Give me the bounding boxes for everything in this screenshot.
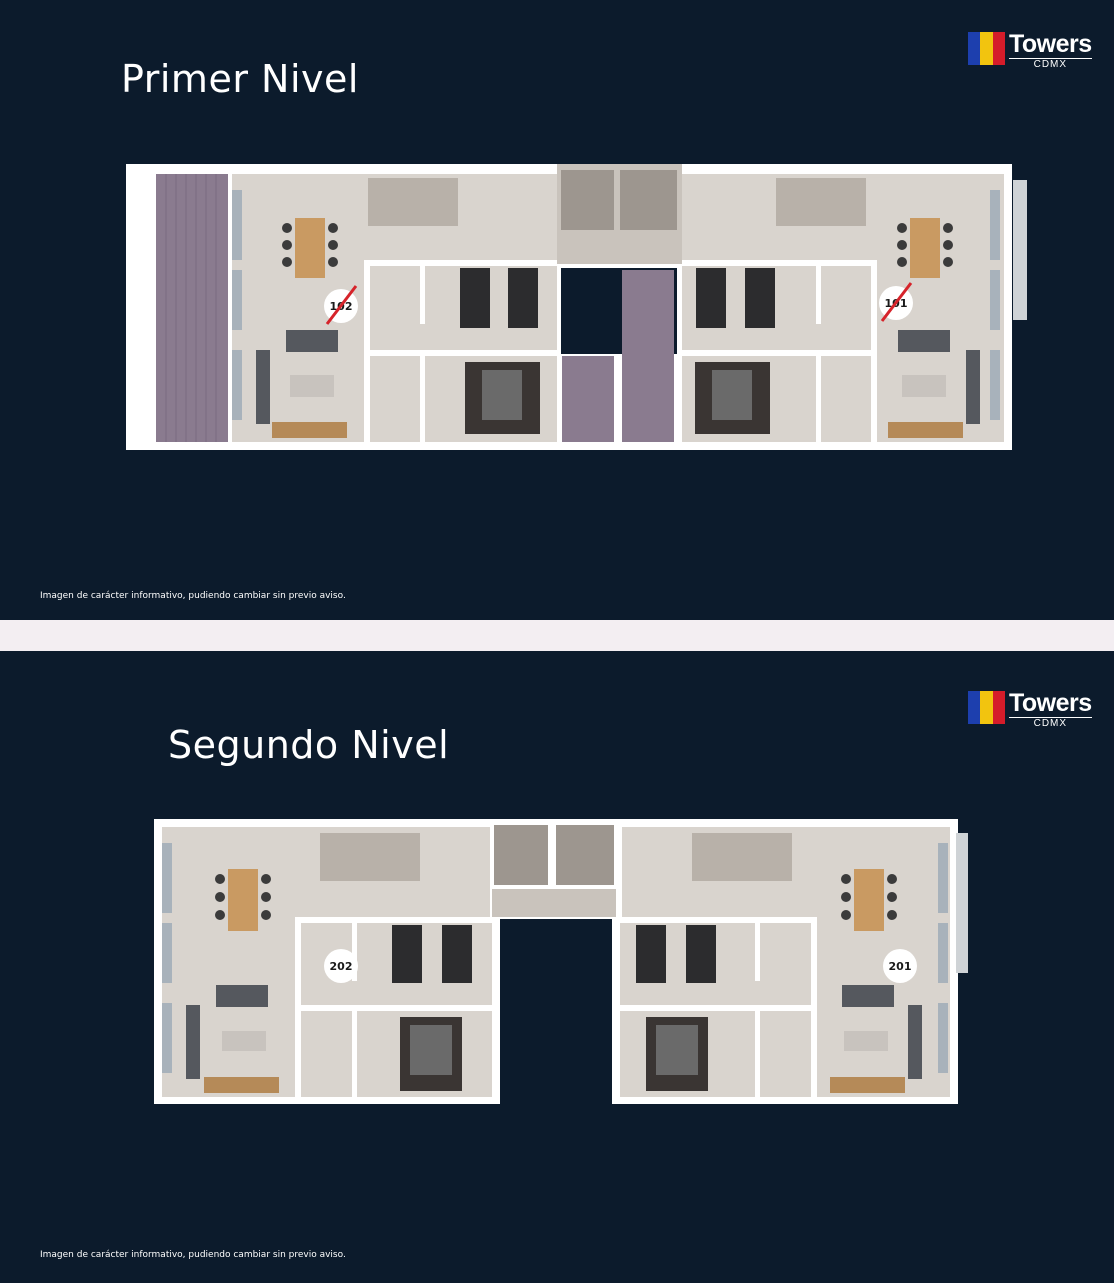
open-void — [500, 921, 612, 1107]
kitchen — [692, 833, 792, 881]
flag-icon — [968, 691, 1005, 724]
terrace-center-right — [622, 270, 674, 442]
brand-name: Towers — [1009, 30, 1092, 58]
unit-badge-202: 202 — [324, 949, 358, 983]
unit-badge-201: 201 — [883, 949, 917, 983]
sofa — [898, 330, 950, 352]
disclaimer: Imagen de carácter informativo, pudiendo… — [40, 1250, 346, 1260]
brand-logo: Towers CDMX — [968, 691, 1092, 729]
dining-table — [228, 869, 258, 931]
unit-label: 202 — [330, 960, 353, 973]
slide-primer-nivel: Primer Nivel Towers CDMX — [0, 0, 1114, 620]
disclaimer: Imagen de carácter informativo, pudiendo… — [40, 591, 346, 601]
terrace-center-left — [562, 356, 614, 442]
floor-plan-segundo-nivel: 202 201 — [154, 819, 968, 1107]
page-title: Primer Nivel — [121, 57, 359, 101]
sofa — [216, 985, 268, 1007]
flag-icon — [968, 32, 1005, 65]
dining-table — [910, 218, 940, 278]
sold-mark — [880, 282, 913, 322]
sold-mark — [325, 285, 358, 325]
floor-plan-primer-nivel: 102 101 — [126, 164, 1027, 450]
dining-table — [854, 869, 884, 931]
terrace-left — [156, 174, 228, 442]
sofa — [842, 985, 894, 1007]
sofa — [286, 330, 338, 352]
kitchen — [320, 833, 420, 881]
unit-label: 201 — [889, 960, 912, 973]
page-title: Segundo Nivel — [168, 723, 450, 767]
unit-badge-101: 101 — [879, 282, 913, 322]
slide-segundo-nivel: Segundo Nivel Towers CDMX — [0, 651, 1114, 1283]
kitchen — [368, 178, 458, 226]
dining-table — [295, 218, 325, 278]
kitchen — [776, 178, 866, 226]
brand-name: Towers — [1009, 689, 1092, 717]
brand-logo: Towers CDMX — [968, 32, 1092, 70]
unit-badge-102: 102 — [324, 285, 358, 325]
brand-subtitle: CDMX — [1009, 717, 1092, 729]
brand-subtitle: CDMX — [1009, 58, 1092, 70]
